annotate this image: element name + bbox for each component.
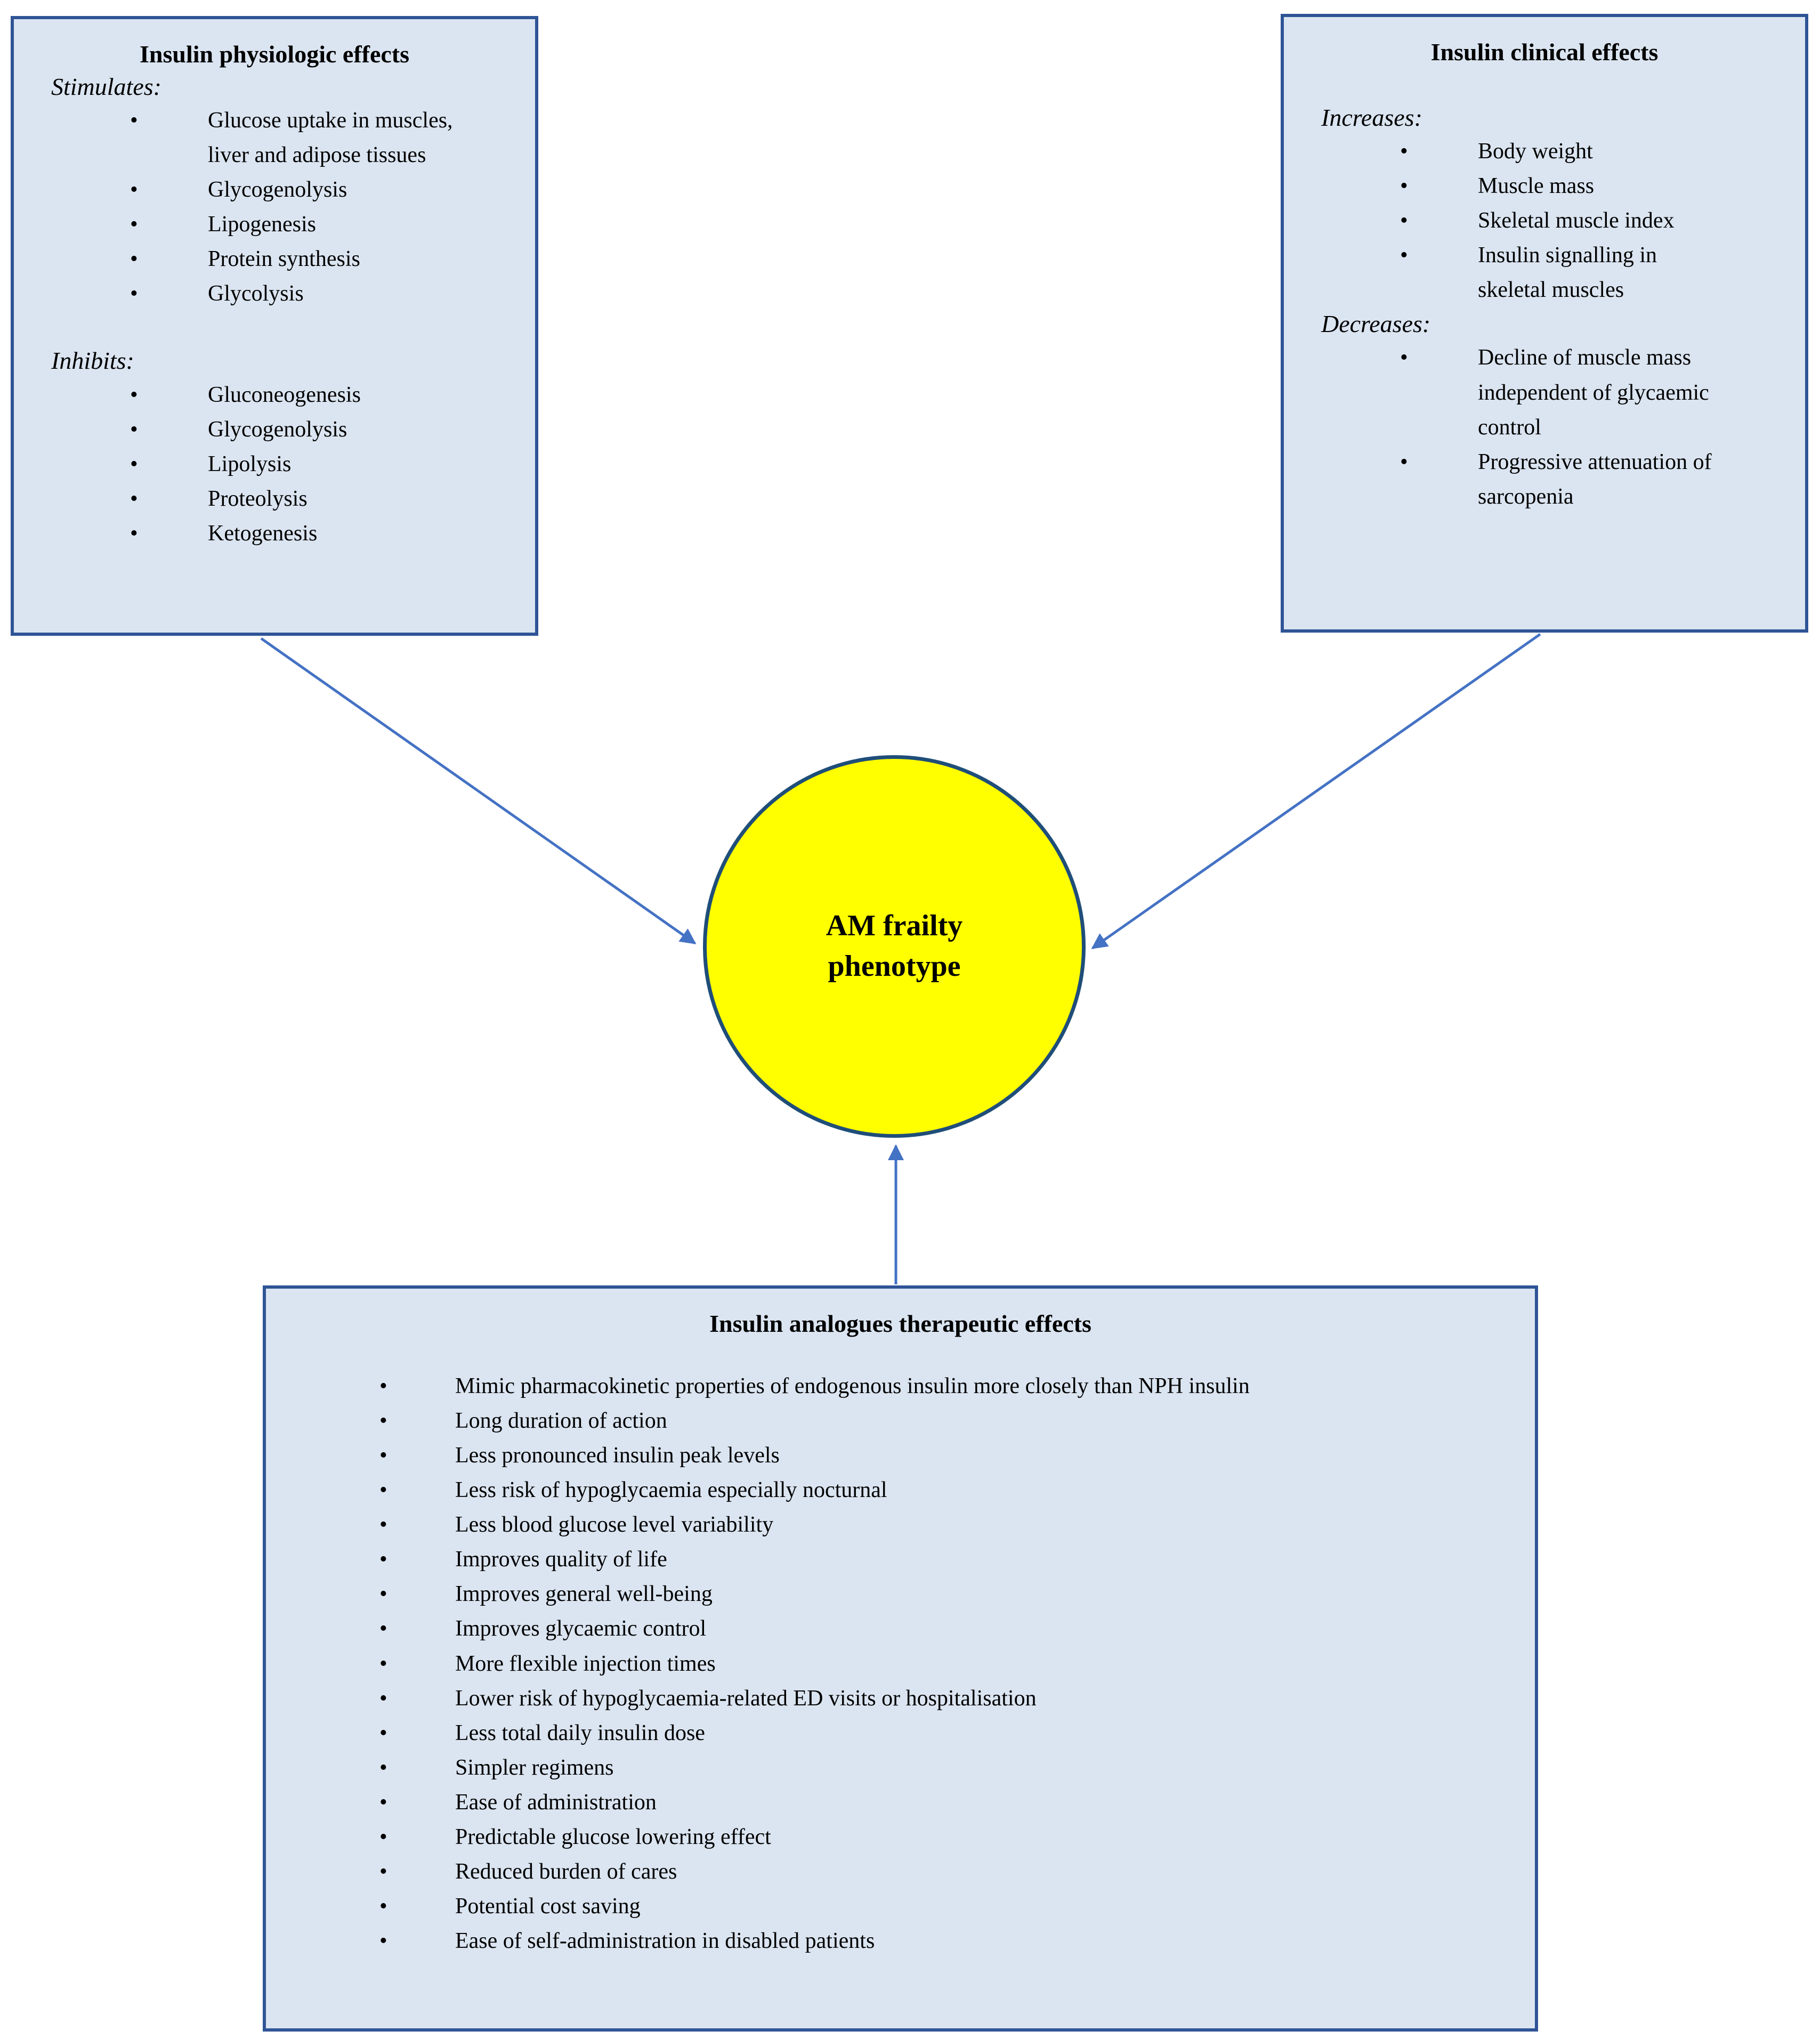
list-item: Reduced burden of cares bbox=[379, 1855, 1498, 1889]
therapeutic-effects-list: Mimic pharmacokinetic properties of endo… bbox=[282, 1369, 1519, 1959]
physiologic-effects-box: Insulin physiologic effects Stimulates: … bbox=[11, 16, 538, 636]
clinical-box-title: Insulin clinical effects bbox=[1430, 38, 1659, 66]
list-item: Less pronounced insulin peak levels bbox=[379, 1438, 1498, 1473]
arrow-physiologic-to-phenotype bbox=[260, 637, 697, 945]
list-item: Decline of muscle mass independent of gl… bbox=[1400, 341, 1725, 444]
list-item: Long duration of action bbox=[379, 1404, 1498, 1438]
list-item: Skeletal muscle index bbox=[1400, 204, 1725, 238]
list-item: Glycogenolysis bbox=[130, 412, 455, 447]
therapeutic-box-title: Insulin analogues therapeutic effects bbox=[709, 1310, 1091, 1337]
therapeutic-effects-box: Insulin analogues therapeutic effects Mi… bbox=[263, 1285, 1538, 2032]
inhibits-list: GluconeogenesisGlycogenolysisLipolysisPr… bbox=[30, 378, 519, 552]
list-item: Gluconeogenesis bbox=[130, 378, 455, 412]
list-item: Proteolysis bbox=[130, 482, 455, 516]
list-item: More flexible injection times bbox=[379, 1647, 1498, 1681]
list-item: Improves general well-being bbox=[379, 1577, 1498, 1612]
decreases-heading: Decreases: bbox=[1321, 310, 1431, 338]
list-item: Mimic pharmacokinetic properties of endo… bbox=[379, 1369, 1498, 1404]
list-item: Progressive attenuation of sarcopenia bbox=[1400, 445, 1725, 514]
list-item: Less blood glucose level variability bbox=[379, 1508, 1498, 1542]
list-item: Predictable glucose lowering effect bbox=[379, 1820, 1498, 1855]
clinical-effects-box: Insulin clinical effects Increases: Body… bbox=[1281, 14, 1808, 633]
arrow-clinical-to-phenotype bbox=[1091, 633, 1541, 950]
frailty-phenotype-label: AM frailty phenotype bbox=[826, 909, 963, 983]
list-item: Lower risk of hypoglycaemia-related ED v… bbox=[379, 1681, 1498, 1716]
list-item: Less risk of hypoglycaemia especially no… bbox=[379, 1473, 1498, 1508]
list-item: Ease of self-administration in disabled … bbox=[379, 1924, 1498, 1959]
list-item: Lipogenesis bbox=[130, 207, 455, 242]
inhibits-heading: Inhibits: bbox=[51, 347, 134, 375]
list-item: Muscle mass bbox=[1400, 169, 1725, 204]
increases-list: Body weightMuscle massSkeletal muscle in… bbox=[1300, 134, 1789, 308]
list-item: Improves glycaemic control bbox=[379, 1612, 1498, 1646]
list-item: Potential cost saving bbox=[379, 1889, 1498, 1924]
list-item: Body weight bbox=[1400, 134, 1725, 169]
stimulates-heading: Stimulates: bbox=[51, 72, 161, 100]
list-item: Insulin signalling in skeletal muscles bbox=[1400, 238, 1725, 308]
list-item: Lipolysis bbox=[130, 447, 455, 482]
decreases-list: Decline of muscle mass independent of gl… bbox=[1300, 341, 1789, 514]
physiologic-box-title: Insulin physiologic effects bbox=[139, 41, 410, 68]
increases-heading: Increases: bbox=[1321, 103, 1422, 131]
list-item: Less total daily insulin dose bbox=[379, 1716, 1498, 1751]
list-item: Ease of administration bbox=[379, 1785, 1498, 1820]
list-item: Glucose uptake in muscles, liver and adi… bbox=[130, 103, 455, 173]
list-item: Simpler regimens bbox=[379, 1751, 1498, 1785]
list-item: Glycolysis bbox=[130, 277, 455, 311]
list-item: Glycogenolysis bbox=[130, 173, 455, 207]
list-item: Ketogenesis bbox=[130, 516, 455, 551]
stimulates-list: Glucose uptake in muscles, liver and adi… bbox=[30, 103, 519, 312]
frailty-phenotype-node: AM frailty phenotype bbox=[703, 755, 1086, 1138]
list-item: Protein synthesis bbox=[130, 242, 455, 277]
list-item: Improves quality of life bbox=[379, 1542, 1498, 1577]
